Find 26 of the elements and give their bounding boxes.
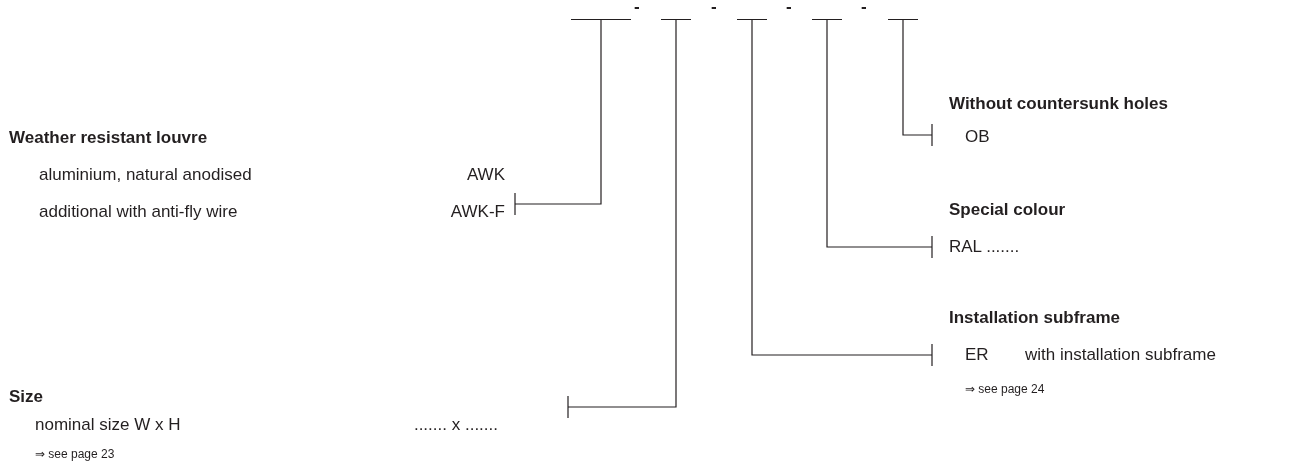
- connector-line: [902, 19, 933, 147]
- group-heading: Without countersunk holes: [949, 94, 1168, 114]
- option-code: AWK-F: [449, 202, 505, 222]
- group-heading: Special colour: [949, 200, 1066, 220]
- connector-line: [567, 19, 677, 419]
- separator-dash: -: [711, 0, 717, 14]
- separator-dash: -: [786, 0, 792, 14]
- page-reference: ⇒ see page 23: [35, 447, 115, 461]
- group-heading: Installation subframe: [949, 308, 1120, 328]
- option-text: RAL .......: [949, 237, 1020, 257]
- option-text: aluminium, natural anodised: [39, 165, 252, 185]
- group-heading: Weather resistant louvre: [9, 128, 208, 148]
- option-text: with installation subframe: [1025, 345, 1216, 365]
- connector-line: [751, 19, 933, 367]
- separator-dash: -: [634, 0, 640, 14]
- option-code: AWK: [465, 165, 505, 185]
- connector-line: [826, 19, 933, 259]
- option-text: nominal size W x H: [35, 415, 181, 435]
- separator-dash: -: [861, 0, 867, 14]
- option-text: OB: [965, 127, 990, 147]
- option-code: ....... x .......: [412, 415, 498, 435]
- group-heading: Size: [9, 387, 44, 407]
- option-text: ER: [965, 345, 989, 365]
- option-text: additional with anti-fly wire: [39, 202, 238, 222]
- page-reference: ⇒ see page 24: [965, 382, 1045, 396]
- connector-line: [514, 19, 602, 216]
